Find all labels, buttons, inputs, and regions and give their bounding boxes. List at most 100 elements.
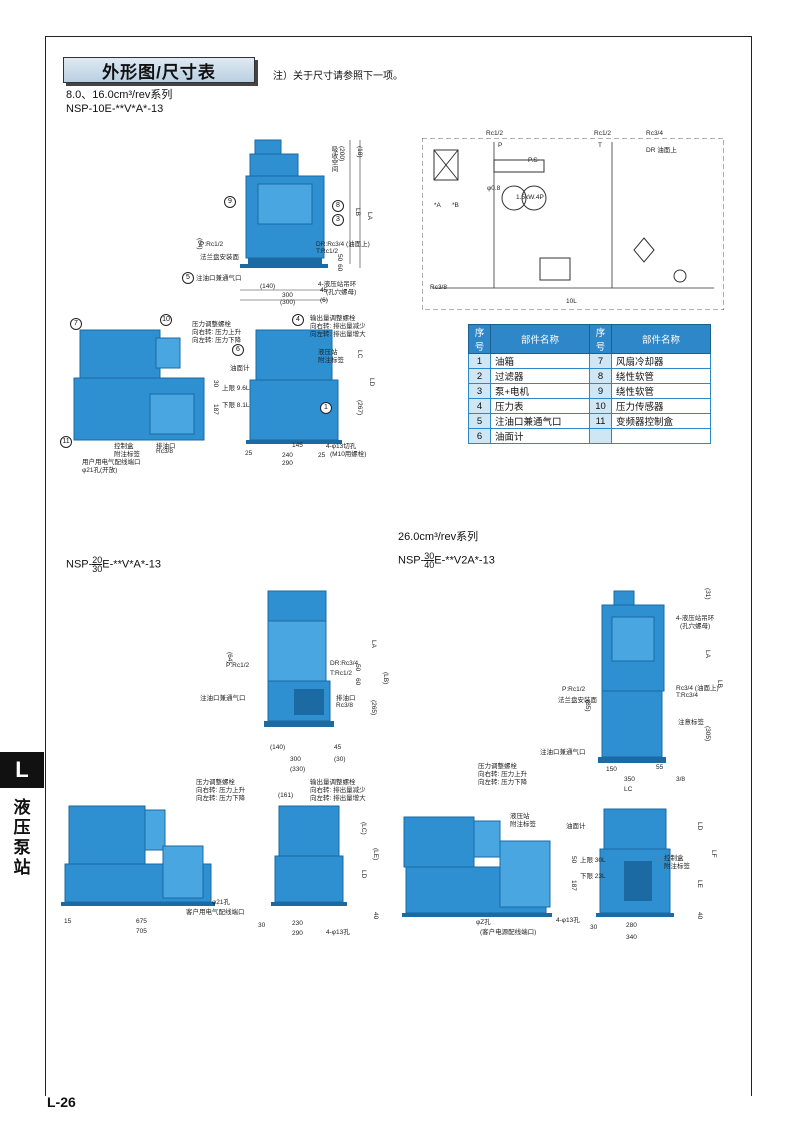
table-cell: 压力传感器 [611, 398, 711, 414]
d3-dim-85: (85) [584, 700, 591, 712]
drawing1b-views [73, 329, 342, 444]
d3b-label-ccw: 向左转: 压力下降 [478, 779, 528, 786]
pump-symbol [501, 185, 527, 211]
d2-label-dr: DR:Rc3/4 [330, 660, 359, 667]
side-motor [403, 816, 475, 868]
d2b-dim-161: (161) [278, 792, 294, 799]
d1b-dim-267: (267) [356, 400, 363, 416]
lifting-eye-block [254, 139, 282, 155]
circuit-rc34: Rc3/4 [646, 130, 663, 137]
table-cell: 3 [468, 383, 491, 399]
table-row: 1 油箱 7 风扇冷却器 [468, 353, 711, 369]
table-cell: 2 [468, 368, 491, 384]
d2-label-p: P:Rc1/2 [226, 662, 250, 669]
d3b-dim-50: 50 [570, 856, 577, 864]
tank-plate [240, 264, 328, 268]
d2-label-t: T:Rc1/2 [330, 670, 353, 677]
control-box [294, 689, 324, 715]
callout-1: 1 [320, 402, 332, 414]
d2b-dim-ld: LD [360, 870, 367, 879]
d2-dim-60: 60 [354, 678, 361, 686]
d1-dim-18: (18) [356, 146, 363, 158]
motor-fins [257, 183, 313, 225]
d1b-label-flow-ccw: 向左转: 排出量增大 [310, 331, 366, 338]
d1b-label-tag: 附注标签 [318, 357, 344, 364]
side-motor [79, 329, 161, 379]
d3b-label-wiring: (客户电源配线端口) [480, 929, 537, 936]
d3b-label-station: 液压站 [510, 813, 530, 820]
d3b-label-cw: 向右转: 压力上升 [478, 771, 528, 778]
d1b-label-ctrl-tag: 附注标签 [114, 451, 140, 458]
d2b-label-ccw: 向左转: 压力下降 [196, 795, 246, 802]
end-pump [278, 805, 340, 857]
table-cell: 变频器控制盒 [611, 413, 711, 429]
d1-label-nut: (孔穴螺母) [326, 289, 357, 296]
side-pump [473, 820, 501, 858]
d3-label-fill: 注油口兼通气口 [540, 749, 586, 756]
d1b-dim-240: 240 [282, 452, 293, 459]
callout-11: 11 [60, 436, 72, 448]
table-cell: 10 [589, 398, 612, 414]
circuit-dr: DR 油面上 [646, 147, 677, 154]
table-cell: 5 [468, 413, 491, 429]
filter-symbol [633, 237, 655, 263]
hydraulic-circuit [422, 138, 724, 310]
d1-dim-300b: (300) [280, 299, 296, 306]
d3-dim-305: (305) [704, 726, 711, 742]
circuit-rc12a: Rc1/2 [486, 130, 503, 137]
d3b-dim-lf: LF [710, 850, 717, 858]
base [598, 757, 666, 763]
d1b-dim-25b: 25 [318, 452, 326, 459]
table-row: 5 注油口兼通气口 11 变频器控制盒 [468, 413, 711, 429]
table-cell: 11 [589, 413, 612, 429]
d1-dim-140: (140) [260, 283, 276, 290]
page-number: L-26 [47, 1094, 76, 1110]
d3b-label-tag: 附注标签 [510, 821, 536, 828]
d3-dim-lc: LC [624, 786, 633, 793]
circuit-a: *A [434, 202, 441, 209]
drawing3-front-view [598, 590, 666, 763]
d1-dim-la: LA [366, 212, 373, 220]
d3-label-eye: 4-液压站吊环 [676, 615, 715, 622]
table-cell: 4 [468, 398, 491, 414]
d2b-dim-40: 40 [372, 912, 379, 920]
d2-label-fill: 注油口兼通气口 [200, 695, 246, 702]
section1-series: 8.0、16.0cm³/rev系列 [66, 89, 173, 101]
d2-dim-lb: (LB) [382, 672, 389, 685]
d1-dim-6: (6) [320, 297, 328, 304]
circuit-b: *B [452, 202, 459, 209]
dimension-note: 注）关于尺寸请参照下一项。 [273, 71, 403, 82]
d1b-label-gauge: 油面计 [230, 365, 250, 372]
d1b-label-upper: 上限 9.6L [222, 385, 250, 392]
level-gauge-symbol [673, 269, 687, 283]
table-cell: 油面计 [490, 428, 590, 444]
table-cell: 过滤器 [490, 368, 590, 384]
d1b-label-flow: 输出量调整螺栓 [310, 315, 356, 322]
d1b-dim-290: 290 [282, 460, 293, 467]
d1-label-fill: 注油口兼通气口 [196, 275, 242, 282]
table-row: 4 压力表 10 压力传感器 [468, 398, 711, 414]
table-cell: 绕性软管 [611, 368, 711, 384]
d2b-dim-675: 675 [136, 918, 147, 925]
d3b-label-hole: φZ孔 [476, 919, 491, 926]
circuit-p: P [498, 142, 503, 149]
table-cell: 风扇冷却器 [611, 353, 711, 369]
table-cell: 8 [589, 368, 612, 384]
control-box [149, 393, 195, 435]
callout-7: 7 [70, 318, 82, 330]
side-base [61, 902, 215, 906]
frac-bottom: 40 [424, 560, 435, 570]
base [264, 721, 334, 727]
d1b-label-bolt: (M10用螺栓) [330, 451, 367, 458]
page-frame-right [751, 36, 752, 1096]
d1b-label-lower: 下限 8.1L [222, 402, 250, 409]
inverter-symbol [433, 149, 459, 181]
d1b-label-pressure: 压力调整螺栓 [192, 321, 231, 328]
d2b-label-holes: 4-φ13孔 [326, 929, 350, 936]
d2b-dim-le: (LE) [372, 848, 379, 861]
callout-6: 6 [232, 344, 244, 356]
drawing1-front-view [240, 139, 361, 301]
end-pump [255, 329, 333, 381]
